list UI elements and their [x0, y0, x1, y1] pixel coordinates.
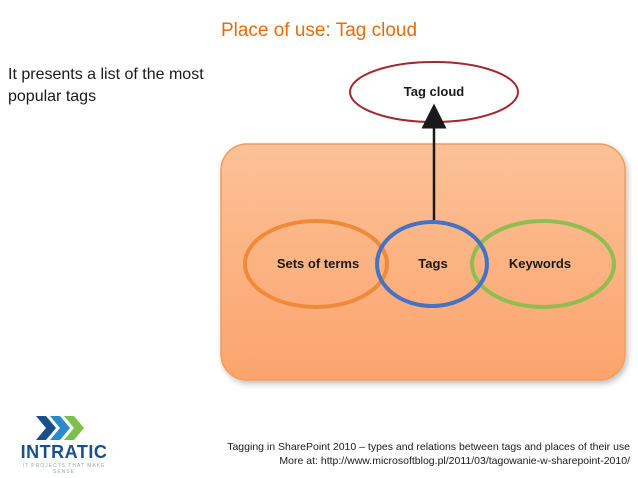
keywords-label: Keywords [509, 256, 571, 271]
footer-note: Tagging in SharePoint 2010 – types and r… [210, 440, 630, 468]
relations-panel [220, 143, 626, 381]
footer-line-1: Tagging in SharePoint 2010 – types and r… [227, 441, 630, 453]
keywords-node [470, 219, 616, 309]
chevrons-icon [36, 416, 84, 440]
tags-label: Tags [418, 256, 447, 271]
sets-of-terms-label: Sets of terms [277, 256, 359, 271]
tag-cloud-label: Tag cloud [404, 84, 464, 99]
slide-title: Place of use: Tag cloud [220, 20, 418, 41]
tags-node [375, 220, 489, 308]
sets-of-terms-node [243, 219, 389, 309]
logo-tagline: IT PROJECTS THAT MAKE SENSE [22, 463, 106, 475]
company-logo: INTRATIC IT PROJECTS THAT MAKE SENSE [12, 412, 122, 475]
logo-name: INTRATIC [20, 442, 108, 462]
footer-line-2: More at: http://www.microsoftblog.pl/201… [279, 455, 630, 467]
slide-subtitle: It presents a list of the most popular t… [8, 66, 204, 105]
